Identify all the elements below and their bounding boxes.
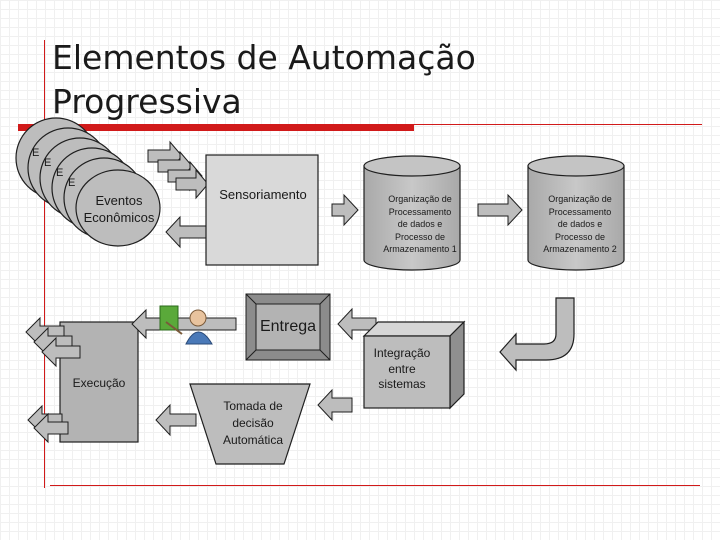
tomada-line: decisão <box>232 416 274 430</box>
arrow-org1-to-org2 <box>477 193 523 227</box>
integracao-line: Integração <box>373 346 431 360</box>
org1-line: de dados e <box>397 219 443 229</box>
integracao-line: entre <box>388 361 416 376</box>
title-vertical-rule <box>44 40 45 488</box>
arrow-uturn-to-entrega <box>499 297 575 372</box>
org1-line: Armazenamento 1 <box>383 244 457 254</box>
eventos-label-line2: Econômicos <box>83 210 155 225</box>
storage-cylinder-1 <box>363 155 461 271</box>
execucao-output-arrows <box>25 316 81 444</box>
arrow-entrega-to-execucao <box>131 308 237 340</box>
event-circle-front <box>75 169 161 247</box>
event-letter-e3: E <box>56 167 63 179</box>
org1-line: Organização de <box>388 194 452 204</box>
org1-label: Organização de Processamento de dados e … <box>364 193 476 256</box>
title-red-bar <box>18 124 414 131</box>
event-letter-e2: E <box>44 157 51 169</box>
sensoriamento-label: Sensoriamento <box>219 187 307 202</box>
entrega-box <box>245 293 331 361</box>
integracao-line: sistemas <box>378 377 426 391</box>
org2-line: Organização de <box>548 194 612 204</box>
exec-arrow-5 <box>33 412 69 444</box>
org2-line: Armazenamento 2 <box>543 244 617 254</box>
org1-line: Processo de <box>394 231 446 242</box>
arrow-right-4 <box>175 168 209 200</box>
org2-label: Organização de Processamento de dados e … <box>524 193 636 256</box>
title-line-2: Progressiva <box>52 82 242 121</box>
org2-line: Processamento <box>548 206 612 217</box>
eventos-label-line1: Eventos <box>95 193 143 208</box>
sensoriamento-box <box>205 154 319 266</box>
presenter-clipart <box>159 305 213 345</box>
arrow-left-to-events <box>165 215 207 249</box>
arrow-to-entrega <box>337 307 377 341</box>
execucao-label: Execução <box>72 376 126 390</box>
tomada-trapezoid <box>189 383 311 465</box>
integracao-label: Integração entre sistemas <box>358 346 446 393</box>
title-thin-rule <box>414 124 702 125</box>
tomada-line: Automática <box>222 433 284 447</box>
org1-line: Processamento <box>388 206 452 217</box>
tomada-line: Tomada de <box>223 399 283 413</box>
org2-line: de dados e <box>557 219 603 229</box>
eventos-stack <box>15 117 161 247</box>
eventos-label: Eventos Econômicos <box>64 192 174 226</box>
footer-rule <box>50 485 700 486</box>
title-line-1: Elementos de Automação <box>52 38 476 77</box>
storage-cylinder-2 <box>527 155 625 271</box>
arrow-integracao-to-tomada <box>317 388 353 422</box>
org2-line: Processo de <box>554 231 606 242</box>
event-letter-e4: E <box>68 177 75 189</box>
exec-arrow-3 <box>41 336 81 368</box>
execucao-box <box>59 321 139 443</box>
arrow-tomada-to-execucao <box>155 403 197 437</box>
arrows-to-sensor <box>147 140 209 200</box>
tomada-label: Tomada de decisão Automática <box>208 398 298 449</box>
entrega-label: Entrega <box>259 318 317 335</box>
event-letter-e1: E <box>32 147 39 159</box>
integracao-cube <box>362 320 466 410</box>
slide-title: Elementos de Automação Progressiva <box>52 36 612 124</box>
arrow-sensor-to-org1 <box>331 193 359 227</box>
